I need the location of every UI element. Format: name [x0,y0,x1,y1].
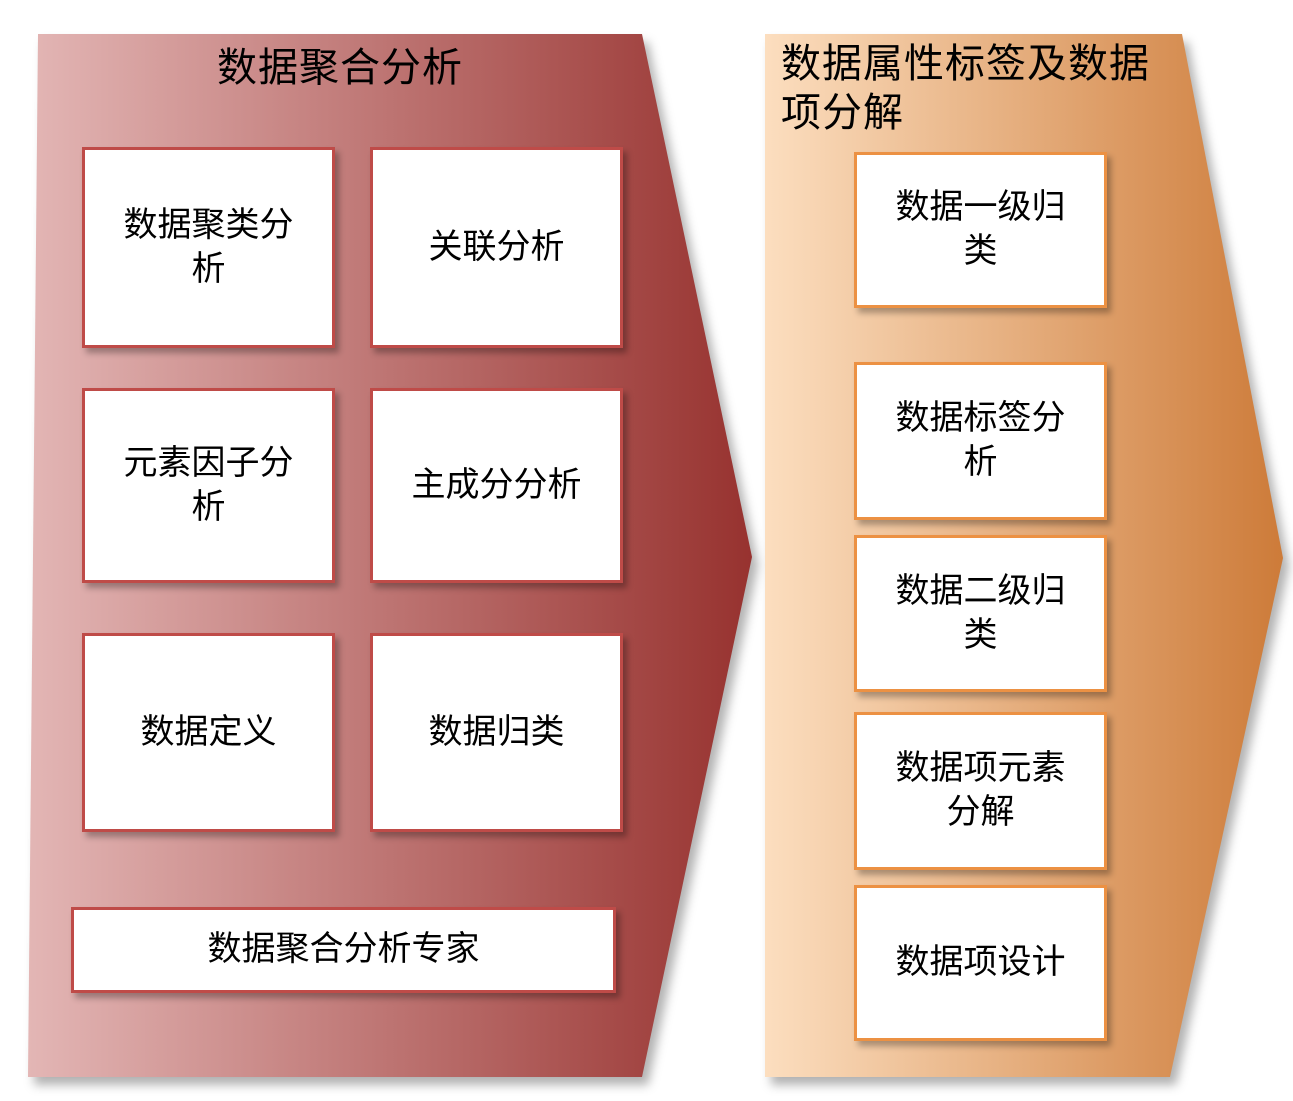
box-data-label-analysis: 数据标签分 析 [854,362,1107,520]
box-principal-component-analysis: 主成分分析 [370,388,623,583]
box-data-definition: 数据定义 [82,633,335,832]
box-data-cluster-analysis: 数据聚类分 析 [82,147,335,348]
right-panel-title: 数据属性标签及数据 项分解 [781,41,1150,136]
box-data-item-design: 数据项设计 [854,885,1107,1041]
box-data-level1-classification: 数据一级归 类 [854,152,1107,308]
left-panel-title: 数据聚合分析 [217,45,463,91]
box-element-factor-analysis: 元素因子分 析 [82,388,335,583]
box-data-item-element-decomposition: 数据项元素 分解 [854,712,1107,870]
box-association-analysis: 关联分析 [370,147,623,348]
box-data-aggregation-expert: 数据聚合分析专家 [71,907,616,993]
box-data-classification: 数据归类 [370,633,623,832]
box-data-level2-classification: 数据二级归 类 [854,535,1107,692]
